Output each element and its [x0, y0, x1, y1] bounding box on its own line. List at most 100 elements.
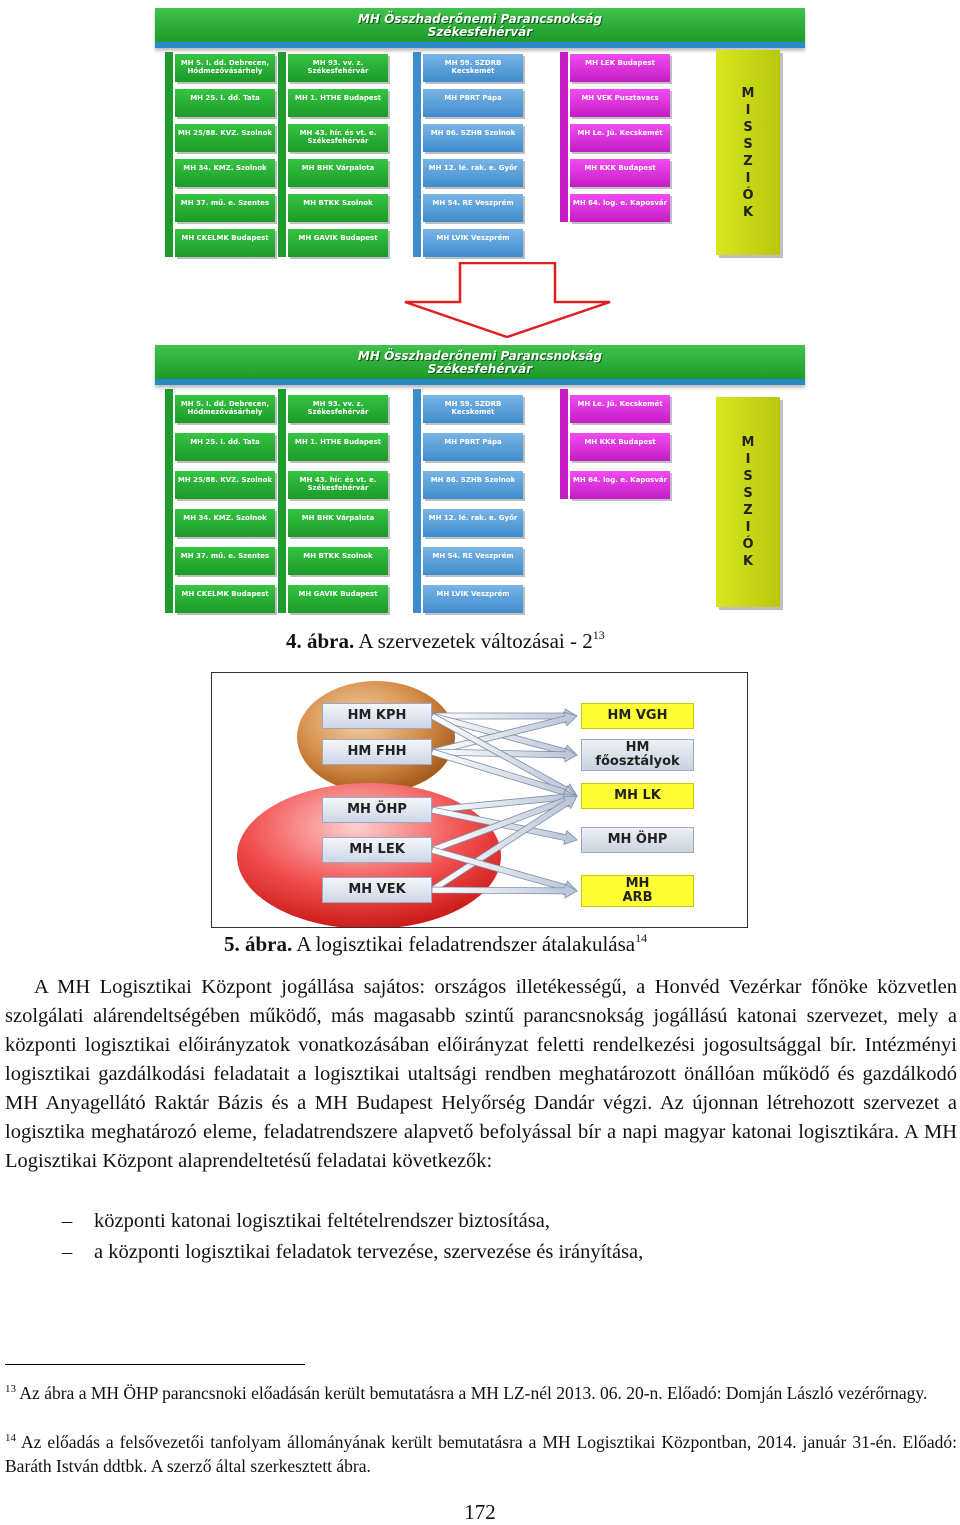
org-unit-box: MH PBRT Pápa — [423, 89, 523, 117]
column-connector — [278, 389, 286, 613]
caption-label: 4. ábra. — [286, 629, 355, 653]
org-unit-box: MH 12. lé. rak. e. Győr — [423, 509, 523, 537]
org-unit-box: MH 5. I. dd. Debrecen, Hódmezővásárhely — [175, 54, 275, 82]
hm-ellipse — [297, 681, 455, 793]
left-unit-box: MH VEK — [322, 877, 432, 903]
bullet-marker: – — [62, 1210, 73, 1232]
org-banner: MH Összhaderőnemi Parancsnokság Székesfe… — [155, 345, 805, 385]
caption-footnote-ref: 13 — [592, 628, 605, 642]
org-unit-box: MH Le. Jü. Kecskemét — [570, 124, 670, 152]
org-unit-box: MH CKELMK Budapest — [175, 229, 275, 257]
org-unit-box: MH 1. HTHE Budapest — [288, 433, 388, 461]
footnote-separator — [5, 1364, 305, 1365]
org-unit-box: MH 54. RE Veszprém — [423, 547, 523, 575]
org-unit-box: MH 64. log. e. Kaposvár — [570, 194, 670, 222]
list-item-text: központi katonai logisztikai feltételren… — [94, 1210, 550, 1232]
org-unit-box: MH Le. Jü. Kecskemét — [570, 395, 670, 423]
footnote: 14 Az előadás a felsővezetői tanfolyam á… — [5, 1426, 957, 1478]
org-unit-box: MH LEK Budapest — [570, 54, 670, 82]
footnote-number: 13 — [5, 1383, 16, 1395]
org-unit-box: MH BTKK Szolnok — [288, 194, 388, 222]
right-unit-box: HM VGH — [581, 703, 694, 729]
org-unit-box: MH 93. vv. z. Székesfehérvár — [288, 395, 388, 423]
org-unit-box: MH 86. SZHB Szolnok — [423, 124, 523, 152]
list-item: –központi katonai logisztikai feltételre… — [62, 1207, 550, 1236]
org-unit-box: MH 34. KMZ. Szolnok — [175, 159, 275, 187]
caption-footnote-ref: 14 — [635, 931, 648, 945]
org-unit-box: MH 59. SZDRB Kecskemét — [423, 54, 523, 82]
banner-title: MH Összhaderőnemi Parancsnokság — [357, 349, 603, 363]
org-unit-box: MH KKK Budapest — [570, 433, 670, 461]
org-unit-box: MH LVIK Veszprém — [423, 585, 523, 613]
org-unit-box: MH KKK Budapest — [570, 159, 670, 187]
column-connector — [413, 52, 421, 257]
left-unit-box: MH LEK — [322, 837, 432, 863]
org-unit-box: MH 86. SZHB Szolnok — [423, 471, 523, 499]
org-unit-box: MH 37. mű. e. Szentes — [175, 547, 275, 575]
org-unit-box: MH PBRT Pápa — [423, 433, 523, 461]
bullet-marker: – — [62, 1241, 73, 1263]
org-unit-box: MH GAVIK Budapest — [288, 585, 388, 613]
mapping-arrows — [429, 708, 578, 899]
org-banner: MH Összhaderőnemi Parancsnokság Székesfe… — [155, 8, 805, 48]
column-connector — [165, 52, 173, 257]
left-unit-box: HM FHH — [322, 739, 432, 765]
mapping-arrow — [429, 795, 578, 894]
org-unit-box: MH VEK Pusztavacs — [570, 89, 670, 117]
figure-5-caption: 5. ábra. A logisztikai feladatrendszer á… — [224, 931, 647, 957]
org-unit-box: MH 25. I. dd. Tata — [175, 89, 275, 117]
org-unit-box: MH 64. log. e. Kaposvár — [570, 471, 670, 499]
footnote: 13 Az ábra a MH ÖHP parancsnoki előadásá… — [5, 1377, 957, 1405]
org-unit-box: MH LVIK Veszprém — [423, 229, 523, 257]
org-unit-box: MH 5. I. dd. Debrecen, Hódmezővásárhely — [175, 395, 275, 423]
org-unit-box: MH 43. hír. és vt. e. Székesfehérvár — [288, 124, 388, 152]
column-connector — [560, 52, 568, 222]
body-paragraph: A MH Logisztikai Központ jogállása saját… — [5, 976, 957, 1172]
org-unit-box: MH CKELMK Budapest — [175, 585, 275, 613]
caption-text: A szervezetek változásai - 2 — [354, 629, 593, 653]
org-unit-box: MH 54. RE Veszprém — [423, 194, 523, 222]
org-unit-box: MH BTKK Szolnok — [288, 547, 388, 575]
caption-label: 5. ábra. — [224, 932, 293, 956]
column-connector — [413, 389, 421, 613]
org-unit-box: MH 12. lé. rak. e. Győr — [423, 159, 523, 187]
right-unit-box: MH ÖHP — [581, 827, 694, 853]
mapping-arrow — [431, 883, 578, 899]
column-connector — [560, 389, 568, 499]
org-unit-box: MH 1. HTHE Budapest — [288, 89, 388, 117]
figure-4-caption: 4. ábra. A szervezetek változásai - 213 — [286, 628, 605, 654]
page-number: 172 — [464, 1500, 496, 1524]
list-item: –a központi logisztikai feladatok tervez… — [62, 1238, 643, 1267]
org-unit-box: MH 59. SZDRB Kecskemét — [423, 395, 523, 423]
org-unit-box: MH 25/88. KVZ. Szolnok — [175, 471, 275, 499]
transition-arrow-icon — [404, 262, 611, 338]
org-chart-before: MH Összhaderőnemi Parancsnokság Székesfe… — [155, 8, 805, 260]
banner-location: Székesfehérvár — [427, 362, 533, 376]
org-unit-box: MH 25. I. dd. Tata — [175, 433, 275, 461]
org-chart-after: MH Összhaderőnemi Parancsnokság Székesfe… — [155, 345, 805, 625]
org-unit-box: MH 25/88. KVZ. Szolnok — [175, 124, 275, 152]
list-item-text: a központi logisztikai feladatok tervezé… — [94, 1241, 644, 1263]
footnote-text: Az ábra a MH ÖHP parancsnoki előadásán k… — [19, 1383, 928, 1403]
footnote-text: Az előadás a felsővezetői tanfolyam állo… — [5, 1432, 957, 1476]
column-connector — [278, 52, 286, 257]
org-unit-box: MH 93. vv. z. Székesfehérvár — [288, 54, 388, 82]
right-unit-box: MH LK — [581, 783, 694, 809]
caption-text: A logisztikai feladatrendszer átalakulás… — [292, 932, 636, 956]
left-unit-box: HM KPH — [322, 703, 432, 729]
diagram-shapes — [237, 681, 578, 927]
org-unit-box: MH BHK Várpalota — [288, 509, 388, 537]
footnote-number: 14 — [5, 1432, 16, 1444]
org-unit-box: MH GAVIK Budapest — [288, 229, 388, 257]
banner-location: Székesfehérvár — [427, 25, 533, 39]
org-unit-box: MH 43. hír. és vt. e. Székesfehérvár — [288, 471, 388, 499]
org-unit-box: MH 37. mű. e. Szentes — [175, 194, 275, 222]
column-connector — [165, 389, 173, 613]
mapping-arrow — [430, 711, 578, 756]
left-unit-box: MH ÖHP — [322, 797, 432, 823]
